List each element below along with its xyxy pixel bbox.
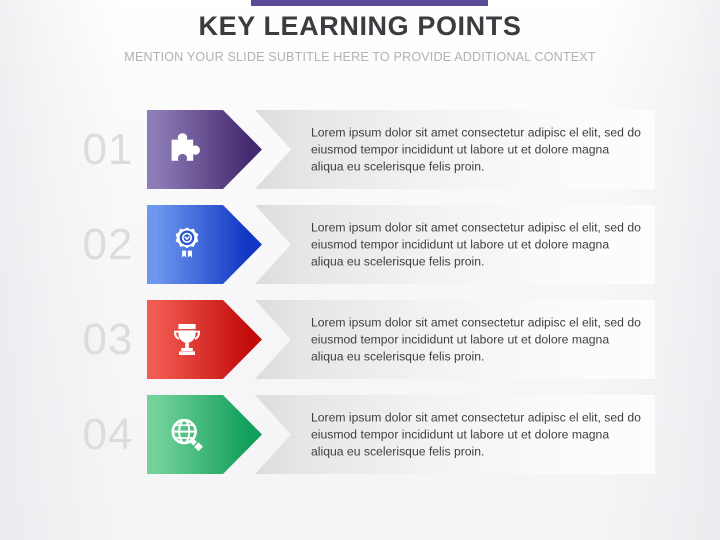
item-text-panel: Lorem ipsum dolor sit amet consectetur a… xyxy=(255,205,655,284)
page-subtitle: MENTION YOUR SLIDE SUBTITLE HERE TO PROV… xyxy=(124,50,596,64)
list-item[interactable]: 04 xyxy=(0,395,720,474)
item-number: 01 xyxy=(82,124,134,174)
trophy-icon xyxy=(165,318,209,362)
key-points-list: 01 Lorem ipsum dolor sit amet consectetu… xyxy=(0,110,720,490)
item-text-panel: Lorem ipsum dolor sit amet consectetur a… xyxy=(255,395,655,474)
item-number: 02 xyxy=(82,219,134,269)
item-icon-chevron[interactable] xyxy=(147,395,262,474)
header-accent-bar xyxy=(251,0,488,6)
globe-search-icon xyxy=(165,413,209,457)
item-number: 04 xyxy=(82,409,134,459)
item-number: 03 xyxy=(82,314,134,364)
item-description: Lorem ipsum dolor sit amet consectetur a… xyxy=(311,220,641,268)
item-description: Lorem ipsum dolor sit amet consectetur a… xyxy=(311,410,641,458)
list-item[interactable]: 02 xyxy=(0,205,720,284)
item-icon-chevron[interactable] xyxy=(147,205,262,284)
award-badge-icon xyxy=(165,223,209,267)
item-icon-chevron[interactable] xyxy=(147,110,262,189)
item-icon-chevron[interactable] xyxy=(147,300,262,379)
item-text-panel: Lorem ipsum dolor sit amet consectetur a… xyxy=(255,300,655,379)
list-item[interactable]: 01 Lorem ipsum dolor sit amet consectetu… xyxy=(0,110,720,189)
page-title: KEY LEARNING POINTS xyxy=(198,11,522,41)
item-description: Lorem ipsum dolor sit amet consectetur a… xyxy=(311,315,641,363)
list-item[interactable]: 03 xyxy=(0,300,720,379)
item-description: Lorem ipsum dolor sit amet consectetur a… xyxy=(311,125,641,173)
item-text-panel: Lorem ipsum dolor sit amet consectetur a… xyxy=(255,110,655,189)
puzzle-piece-icon xyxy=(165,128,209,172)
